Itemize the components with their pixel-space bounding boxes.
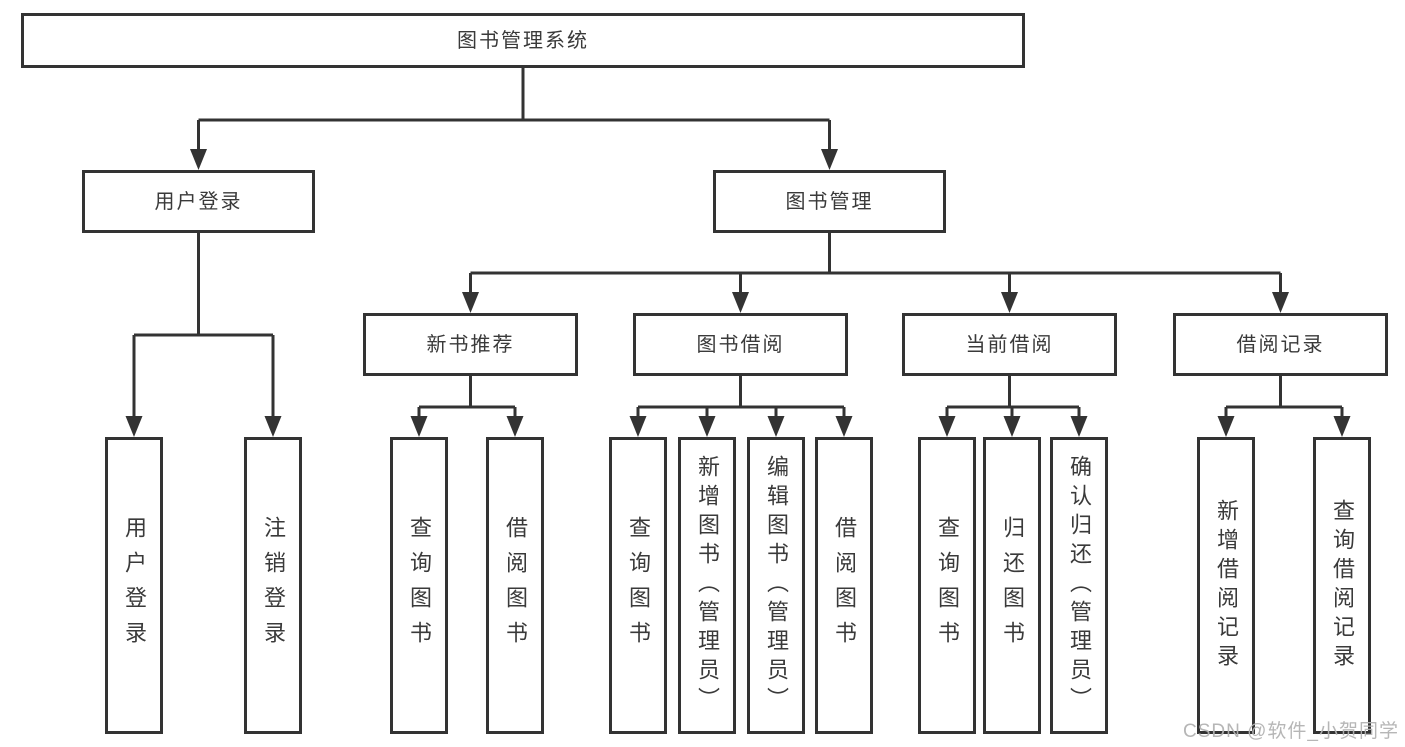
leaf-label: 查询借阅记录 xyxy=(1330,498,1355,673)
node-user-login: 用户登录 xyxy=(82,170,315,233)
node-current-borrowing: 当前借阅 xyxy=(902,313,1117,376)
leaf-label: 借阅图书 xyxy=(503,515,528,656)
node-library-system: 图书管理系统 xyxy=(21,13,1025,68)
leaf-label: 查询图书 xyxy=(407,515,432,656)
node-book-borrowing: 图书借阅 xyxy=(633,313,848,376)
leaf-logout: 注销登录 xyxy=(244,437,302,734)
leaf-label: 新增图书（管理员） xyxy=(695,455,720,716)
node-borrowing-records: 借阅记录 xyxy=(1173,313,1388,376)
leaf-label: 查询图书 xyxy=(626,515,651,656)
leaf-return-books: 归还图书 xyxy=(983,437,1041,734)
leaf-borrow-books-recommend: 借阅图书 xyxy=(486,437,544,734)
leaf-label: 用户登录 xyxy=(122,515,147,656)
leaf-add-borrow-record: 新增借阅记录 xyxy=(1197,437,1255,734)
leaf-query-books-recommend: 查询图书 xyxy=(390,437,448,734)
leaf-label: 编辑图书（管理员） xyxy=(764,455,789,716)
leaf-label: 借阅图书 xyxy=(832,515,857,656)
node-new-book-recommend: 新书推荐 xyxy=(363,313,578,376)
leaf-borrow-books: 借阅图书 xyxy=(815,437,873,734)
leaf-label: 新增借阅记录 xyxy=(1214,498,1239,673)
leaf-label: 确认归还（管理员） xyxy=(1067,455,1092,716)
leaf-label: 注销登录 xyxy=(261,515,286,656)
leaf-add-book-admin: 新增图书（管理员） xyxy=(678,437,736,734)
leaf-query-books-current: 查询图书 xyxy=(918,437,976,734)
leaf-label: 查询图书 xyxy=(935,515,960,656)
leaf-user-login: 用户登录 xyxy=(105,437,163,734)
leaf-confirm-return-admin: 确认归还（管理员） xyxy=(1050,437,1108,734)
leaf-edit-book-admin: 编辑图书（管理员） xyxy=(747,437,805,734)
csdn-watermark: CSDN @软件_小贺同学 xyxy=(1183,721,1399,742)
leaf-query-books-borrow: 查询图书 xyxy=(609,437,667,734)
leaf-query-borrow-record: 查询借阅记录 xyxy=(1313,437,1371,734)
leaf-label: 归还图书 xyxy=(1000,515,1025,656)
node-book-management: 图书管理 xyxy=(713,170,946,233)
